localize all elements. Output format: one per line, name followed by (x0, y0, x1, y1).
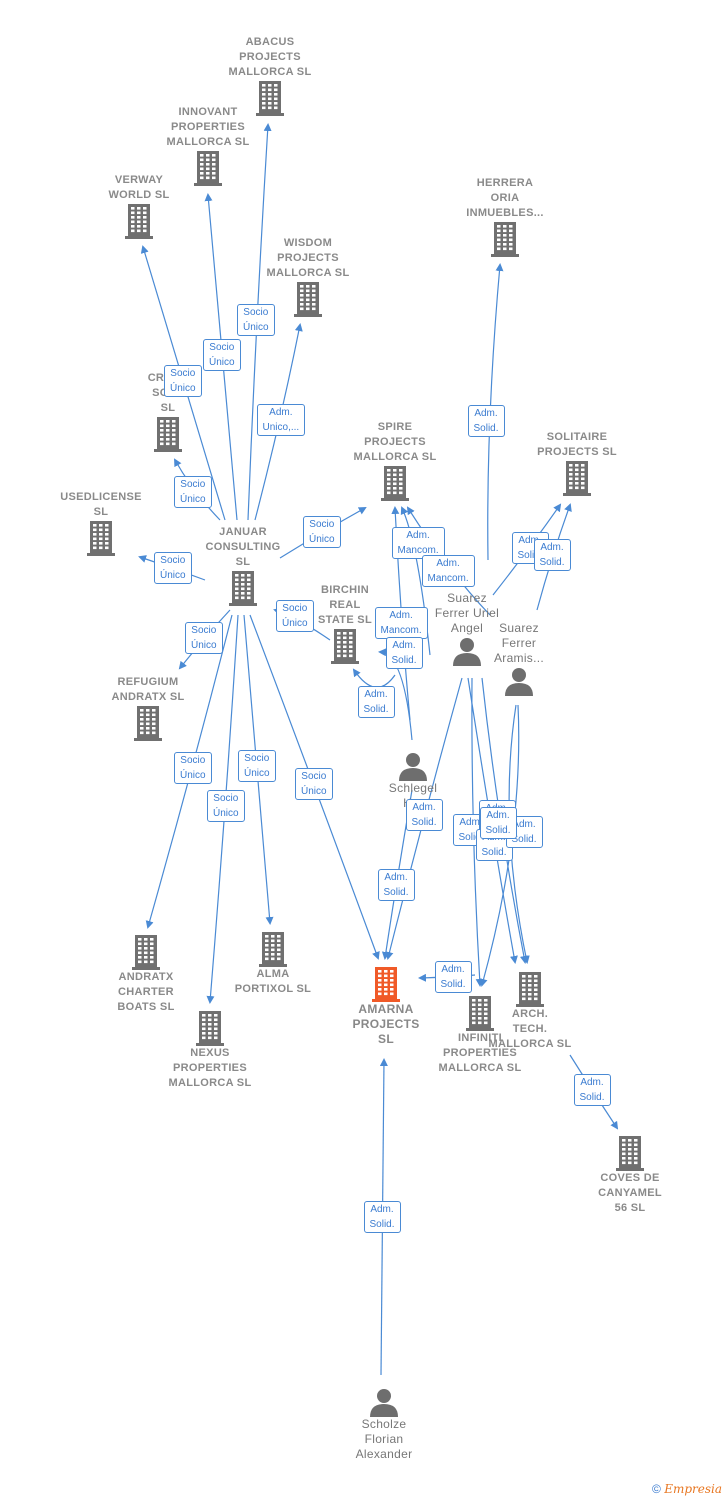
edge-role-label[interactable]: Socio Único (164, 365, 202, 397)
node-label: COVES DE CANYAMEL 56 SL (598, 1172, 662, 1214)
node-label: SPIRE PROJECTS MALLORCA SL (353, 421, 437, 463)
edge-role-label[interactable]: Adm. Solid. (363, 1201, 401, 1233)
edge-role-label[interactable]: Adm. Mancom. (374, 607, 428, 639)
node-label: INNOVANT PROPERTIES MALLORCA SL (166, 106, 250, 148)
edge-role-label[interactable]: Adm. Solid. (533, 539, 571, 571)
edge-role-label[interactable]: Adm. Solid. (479, 807, 517, 839)
company-node-birchin[interactable]: BIRCHIN REAL STATE SL (280, 583, 410, 664)
node-label: SOLITAIRE PROJECTS SL (537, 431, 617, 458)
node-label: AMARNA PROJECTS SL (352, 1002, 420, 1046)
node-label: Scholze Florian Alexander (355, 1417, 413, 1461)
node-label: NEXUS PROPERTIES MALLORCA SL (168, 1047, 252, 1089)
person-node-scholze[interactable]: Scholze Florian Alexander (319, 1387, 449, 1462)
building-icon (36, 520, 166, 556)
edge-role-label[interactable]: Socio Único (185, 622, 223, 654)
edge-role-label[interactable]: Socio Único (276, 600, 314, 632)
company-node-infiniti[interactable]: INFINITI PROPERTIES MALLORCA SL (415, 995, 545, 1076)
relationship-edge (378, 648, 413, 741)
edge-role-label[interactable]: Adm. Unico,... (256, 404, 306, 436)
person-icon (319, 1387, 449, 1417)
company-node-herrera[interactable]: HERRERA ORIA INMUEBLES... (440, 176, 570, 257)
building-icon (143, 150, 273, 186)
node-label: VERWAY WORLD SL (108, 174, 170, 201)
edge-role-label[interactable]: Socio Único (295, 768, 333, 800)
person-node-suarez_uriel[interactable]: Suarez Ferrer Uriel Angel (402, 591, 532, 666)
person-node-suarez_aramis[interactable]: Suarez Ferrer Aramis... (454, 621, 584, 696)
building-icon (205, 80, 335, 116)
edge-role-label[interactable]: Adm. Solid. (385, 637, 423, 669)
node-label: BIRCHIN REAL STATE SL (318, 584, 372, 626)
footer: © Empresia (652, 1482, 722, 1496)
edge-role-label[interactable]: Adm. Solid. (573, 1074, 611, 1106)
edge-role-label[interactable]: Socio Único (154, 552, 192, 584)
copyright-symbol: © (652, 1482, 661, 1496)
building-icon (243, 281, 373, 317)
building-icon (74, 203, 204, 239)
building-icon (440, 221, 570, 257)
brand-logo[interactable]: Empresia (664, 1482, 722, 1496)
edge-role-label[interactable]: Adm. Solid. (467, 405, 505, 437)
node-label: JANUAR CONSULTING SL (205, 526, 281, 568)
relationship-edge (352, 668, 396, 688)
company-node-amarna[interactable]: AMARNA PROJECTS SL (321, 966, 451, 1047)
node-label: REFUGIUM ANDRATX SL (111, 676, 185, 703)
edge-role-label[interactable]: Adm. Mancom. (391, 527, 445, 559)
building-icon (465, 971, 595, 1007)
company-node-alma[interactable]: ALMA PORTIXOL SL (208, 931, 338, 997)
edge-layer (138, 123, 619, 1376)
person-icon (402, 636, 532, 666)
person-node-schlegel[interactable]: Schlegel H... (348, 751, 478, 811)
company-node-innovant[interactable]: INNOVANT PROPERTIES MALLORCA SL (143, 105, 273, 186)
building-icon (512, 460, 642, 496)
building-icon (415, 995, 545, 1031)
company-node-solitaire[interactable]: SOLITAIRE PROJECTS SL (512, 430, 642, 496)
edge-role-label[interactable]: Socio Único (174, 476, 212, 508)
edge-role-label[interactable]: Adm. Solid. (405, 799, 443, 831)
node-label: Suarez Ferrer Aramis... (493, 621, 545, 665)
building-icon (81, 934, 211, 970)
edge-role-label[interactable]: Socio Único (174, 752, 212, 784)
company-node-verway[interactable]: VERWAY WORLD SL (74, 173, 204, 239)
company-node-coves[interactable]: COVES DE CANYAMEL 56 SL (565, 1135, 695, 1216)
company-node-andratx[interactable]: ANDRATX CHARTER BOATS SL (81, 934, 211, 1015)
edge-role-label[interactable]: Socio Único (238, 750, 276, 782)
company-node-refugium[interactable]: REFUGIUM ANDRATX SL (83, 675, 213, 741)
node-label: ARCH. TECH. MALLORCA SL (488, 1008, 572, 1050)
company-node-januar[interactable]: JANUAR CONSULTING SL (178, 525, 308, 606)
node-label: WISDOM PROJECTS MALLORCA SL (266, 237, 350, 279)
node-label: ALMA PORTIXOL SL (234, 968, 312, 995)
node-label: HERRERA ORIA INMUEBLES... (466, 177, 544, 219)
building-icon (280, 628, 410, 664)
company-node-nexus[interactable]: NEXUS PROPERTIES MALLORCA SL (145, 1010, 275, 1091)
building-icon (321, 966, 451, 1002)
company-node-arch[interactable]: ARCH. TECH. MALLORCA SL (465, 971, 595, 1052)
edge-role-label[interactable]: Socio Único (237, 304, 275, 336)
edge-role-label[interactable]: Socio Único (203, 339, 241, 371)
building-icon (208, 931, 338, 967)
edge-role-label[interactable]: Adm. Solid. (357, 686, 395, 718)
edge-role-label[interactable]: Adm. Mancom. (421, 555, 475, 587)
person-icon (454, 666, 584, 696)
company-node-wisdom[interactable]: WISDOM PROJECTS MALLORCA SL (243, 236, 373, 317)
node-label: Suarez Ferrer Uriel Angel (434, 591, 500, 635)
node-label: INFINITI PROPERTIES MALLORCA SL (438, 1032, 522, 1074)
node-label: ABACUS PROJECTS MALLORCA SL (228, 36, 312, 78)
edge-role-label[interactable]: Socio Único (207, 790, 245, 822)
node-label: ANDRATX CHARTER BOATS SL (117, 971, 175, 1013)
company-node-abacus[interactable]: ABACUS PROJECTS MALLORCA SL (205, 35, 335, 116)
edge-role-label[interactable]: Adm. Solid. (377, 869, 415, 901)
building-icon (103, 416, 233, 452)
building-icon (330, 465, 460, 501)
building-icon (178, 570, 308, 606)
edge-role-label[interactable]: Socio Único (303, 516, 341, 548)
building-icon (83, 705, 213, 741)
node-label: USEDLICENSE SL (60, 491, 142, 518)
building-icon (145, 1010, 275, 1046)
person-icon (348, 751, 478, 781)
building-icon (565, 1135, 695, 1171)
edge-role-label[interactable]: Adm. Solid. (434, 961, 472, 993)
company-node-usedlicense[interactable]: USEDLICENSE SL (36, 490, 166, 556)
company-node-spire[interactable]: SPIRE PROJECTS MALLORCA SL (330, 420, 460, 501)
